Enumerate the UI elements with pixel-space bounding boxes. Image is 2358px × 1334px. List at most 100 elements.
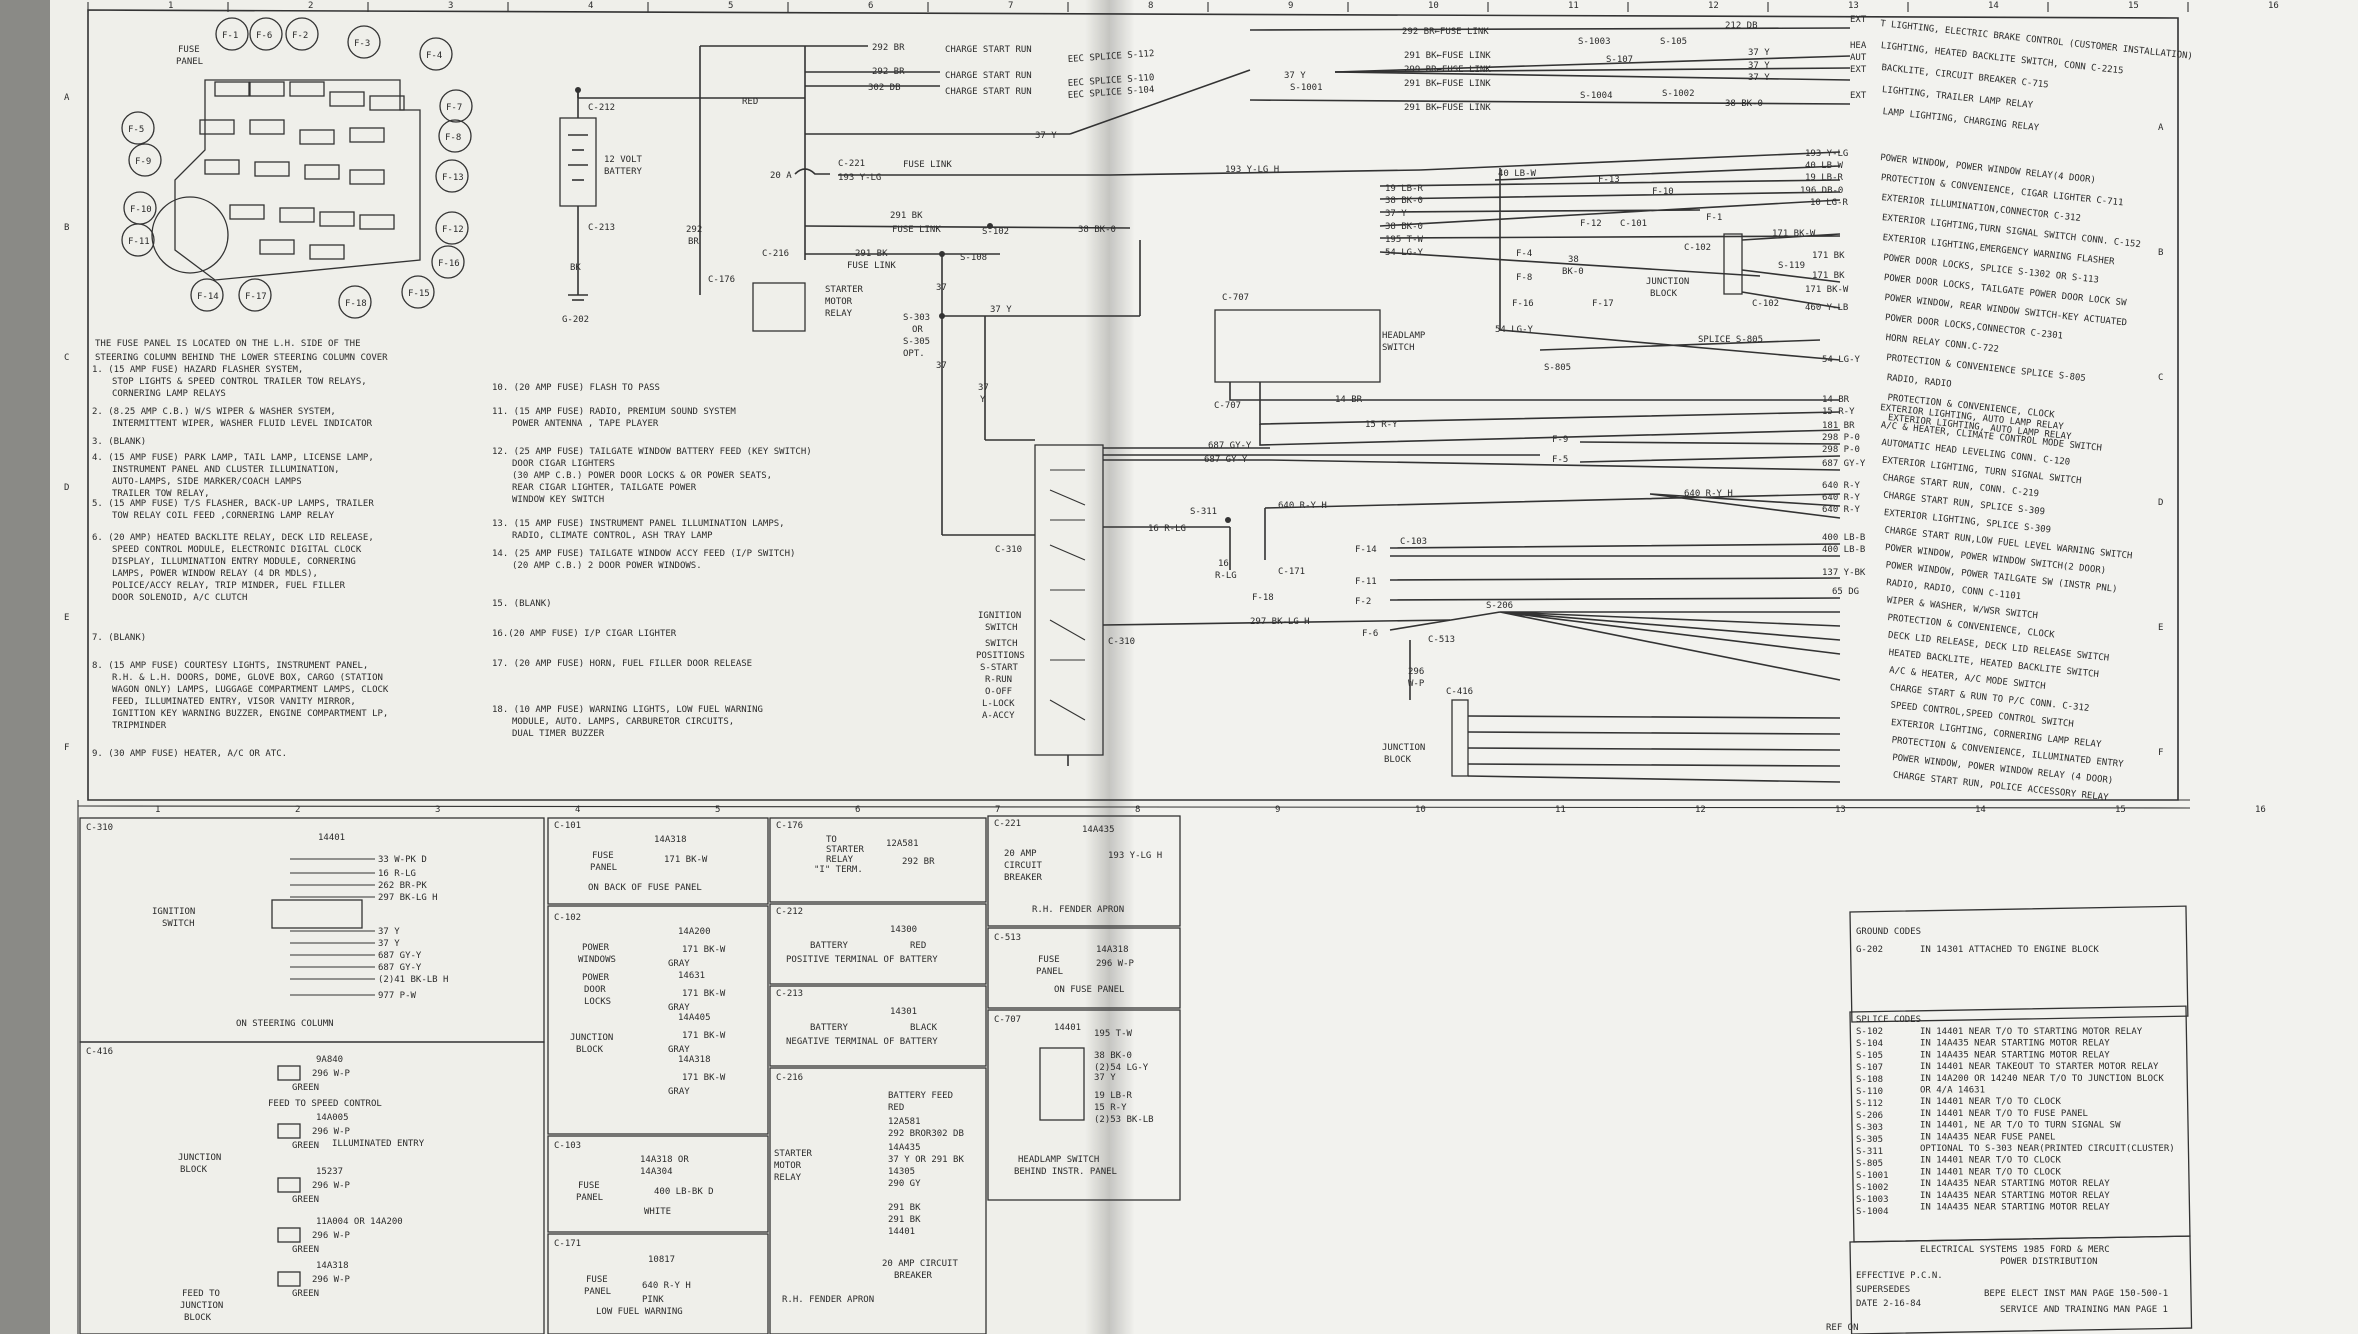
sheet-frame [77,9,2191,1334]
c707-wire-4: 37 Y [1094,1073,1116,1083]
c212-wire: RED [910,941,926,951]
rm-hs1: HEADLAMP [1382,331,1426,341]
c101-left-2: PANEL [590,863,617,873]
fuse-slot [329,91,365,107]
wire-16rlg-label: 16 R-LG [1148,524,1186,534]
fuse-note-1-line-1: 1. (15 AMP FUSE) HAZARD FLASHER SYSTEM, [92,365,303,375]
right-top-wiring: 292 BR←FUSE LINK 212 DB EXT 291 BK←FUSE … [1249,15,2193,133]
rt-ext-label: EXT [1850,15,1867,25]
fuse-slot [229,204,265,220]
fuse-note-6-line-5: POLICE/ACCY RELAY, TRIP MINDER, FUEL FIL… [112,581,346,591]
splice-desc-1: IN 14401 NEAR T/O TO STARTING MOTOR RELA… [1920,1027,2143,1037]
splice-code-9: S-303 [1856,1123,1883,1133]
wire-red-label: RED [742,97,758,107]
row-letter-right-F: F [2158,748,2163,758]
splice-code-7: S-112 [1856,1099,1883,1109]
right-top-desc-5: LAMP LIGHTING, CHARGING RELAY [1882,107,2040,133]
splice-s108-label: S-108 [960,253,987,263]
rm-19: 19 LB-R [1805,173,1844,183]
rm-jb1: JUNCTION [1646,277,1689,287]
c707-wire-5: 19 LB-R [1094,1091,1133,1101]
rm-s119: S-119 [1778,261,1805,271]
c513-caption: ON FUSE PANEL [1054,985,1124,995]
c216-row-4: 292 BROR302 DB [888,1129,964,1139]
rl-f18: F-18 [1252,593,1274,603]
right-mid-desc-12: RADIO, RADIO [1886,373,1952,390]
c171-color: PINK [642,1295,664,1305]
c212-panel-id: C-212 [776,907,803,917]
fuse-slot [349,127,385,143]
battery-c213-label: C-213 [588,223,615,233]
column-number-top-13: 13 [1848,1,1859,11]
splice-s102-label: S-102 [982,227,1009,237]
c216-row-5: 14A435 [888,1143,921,1153]
c707-part: 14401 [1054,1023,1081,1033]
c221-part: 14A435 [1082,825,1115,835]
c310-sw-1: IGNITION [152,907,195,917]
fuse-callout-label-f-6: F-6 [256,31,272,41]
c416-color-1: GREEN [292,1083,319,1093]
wire-38bk-label: 38 BK-0 [1078,225,1116,235]
fuse-note-8-line-1: 8. (15 AMP FUSE) COURTESY LIGHTS, INSTRU… [92,661,368,671]
c707-connector [1039,1047,1085,1121]
battery-label-2: BATTERY [604,167,643,177]
c102-panel-id: C-102 [554,913,581,923]
c707-caption-2: BEHIND INSTR. PANEL [1014,1167,1117,1177]
c416-dest-2: ILLUMINATED ENTRY [332,1139,425,1149]
c213-panel-id: C-213 [776,989,803,999]
column-number-top-9: 9 [1288,1,1293,11]
column-number-bottom-8: 8 [1135,805,1140,815]
wire-292-label: 292 [686,225,702,235]
rm-f13: F-13 [1598,175,1620,185]
c416-color-4: GREEN [292,1245,319,1255]
connector-panels [79,815,1181,1334]
column-number-bottom-12: 12 [1695,805,1706,815]
c216-row-1: BATTERY FEED [888,1091,953,1101]
wire-687a-label: 687 GY-Y [1208,441,1252,451]
rl-640: 640 R-Y H [1684,489,1733,499]
right-mid-wiring: 193 Y-LG 40 LB-W 19 LB-R 196 DB-0 10 LG-… [1214,149,2141,442]
c416-jb-2: BLOCK [180,1165,208,1175]
c103-part-2: 14A304 [640,1167,673,1177]
wire-16-label: 16 [1218,559,1229,569]
column-number-bottom-14: 14 [1975,805,1986,815]
rl-640b: 640 R-Y [1822,493,1861,503]
ign-label-9: A-ACCY [982,711,1015,721]
column-number-top-16: 16 [2268,1,2279,11]
wire-292br-label-2: 292 BR [872,67,905,77]
rm-171c: 171 BK [1812,271,1845,281]
fuse-callout-f-11 [121,223,155,257]
column-number-bottom-16: 16 [2255,805,2266,815]
c103-part: 14A318 OR [640,1155,689,1165]
fuse-callout-f-8 [438,119,472,153]
c216-cb-1: 20 AMP CIRCUIT [882,1259,958,1269]
c416-wire-2: 296 W-P [312,1127,351,1137]
c707-wire-6: 15 R-Y [1094,1103,1127,1113]
rl-c103: C-103 [1400,537,1427,547]
ign-label-5: S-START [980,663,1019,673]
splice-desc-10: IN 14A435 NEAR FUSE PANEL [1920,1132,2055,1142]
rt-s105: S-105 [1660,37,1687,47]
fuse-note-6-line-4: LAMPS, POWER WINDOW RELAY (4 DR MDLS), [112,569,318,579]
fuse-callout-f-3 [347,25,381,59]
c102-pdl-2: DOOR [584,985,606,995]
c101-panel-id: C-101 [554,821,581,831]
c707-caption-1: HEADLAMP SWITCH [1018,1155,1099,1165]
fuse-note-6-line-2: SPEED CONTROL MODULE, ELECTRONIC DIGITAL… [112,545,362,555]
fuse-slot [279,207,315,223]
c416-jb-1: JUNCTION [178,1153,221,1163]
row-letter-right-C: C [2158,373,2163,383]
fuse-note-12-line-1: 12. (25 AMP FUSE) TAILGATE WINDOW BATTER… [492,447,812,457]
rt-37y-d: 37 Y [1748,73,1770,83]
wire-rlg-label: R-LG [1215,571,1237,581]
c310-connector [271,899,363,929]
c103-left-2: PANEL [576,1193,603,1203]
battery-c212-label: C-212 [588,103,615,113]
ref-line-2: SERVICE AND TRAINING MAN PAGE 1 [2000,1305,2168,1315]
column-number-top-14: 14 [1988,1,1999,11]
c212-line: BATTERY [810,941,849,951]
rl-f11: F-11 [1355,577,1377,587]
c416-feed-1: FEED TO [182,1289,220,1299]
row-letter-right-D: D [2158,498,2163,508]
